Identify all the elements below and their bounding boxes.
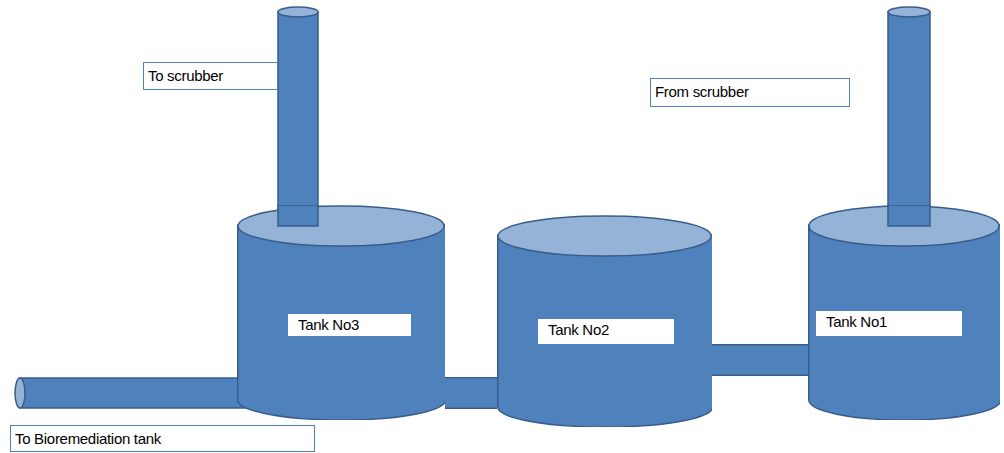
label-box: From scrubber: [650, 78, 850, 107]
pipe-cap: [888, 7, 930, 17]
tank-body: [498, 235, 712, 427]
pipe-label: From scrubber: [655, 82, 749, 102]
pipe-outline: [445, 377, 497, 409]
drain-pipe: [20, 378, 245, 408]
pipe-label: To Bioremediation tank: [15, 429, 161, 449]
pipe-stub: [888, 205, 930, 226]
pipe-outline: [712, 344, 808, 376]
tank-cylinder: Tank No1: [808, 205, 1000, 420]
tank-body: [809, 225, 1000, 420]
tank-label: Tank No1: [815, 310, 963, 337]
tank-lid: [498, 216, 711, 256]
tank-lid: [809, 206, 999, 246]
connecting-pipe: [445, 393, 497, 394]
pipe-body: [445, 379, 497, 408]
connecting-pipe: [712, 360, 808, 361]
outlet-pipe: [278, 12, 318, 212]
tank-cylinder: Tank No3: [237, 205, 445, 420]
pipe-cap: [278, 7, 318, 17]
tank-cylinder: Tank No2: [497, 215, 712, 427]
tank-label: Tank No2: [537, 318, 675, 345]
pipe-body: [712, 346, 808, 375]
inlet-pipe: [888, 12, 930, 212]
pipe-label: To scrubber: [148, 66, 223, 86]
label-box: To scrubber: [143, 62, 278, 90]
pipe-cap: [15, 378, 25, 408]
tank-body: [238, 225, 445, 420]
label-box: To Bioremediation tank: [10, 425, 315, 452]
tank-lid: [238, 206, 444, 246]
pipe-stub: [278, 205, 318, 226]
tank-label: Tank No3: [287, 313, 412, 337]
